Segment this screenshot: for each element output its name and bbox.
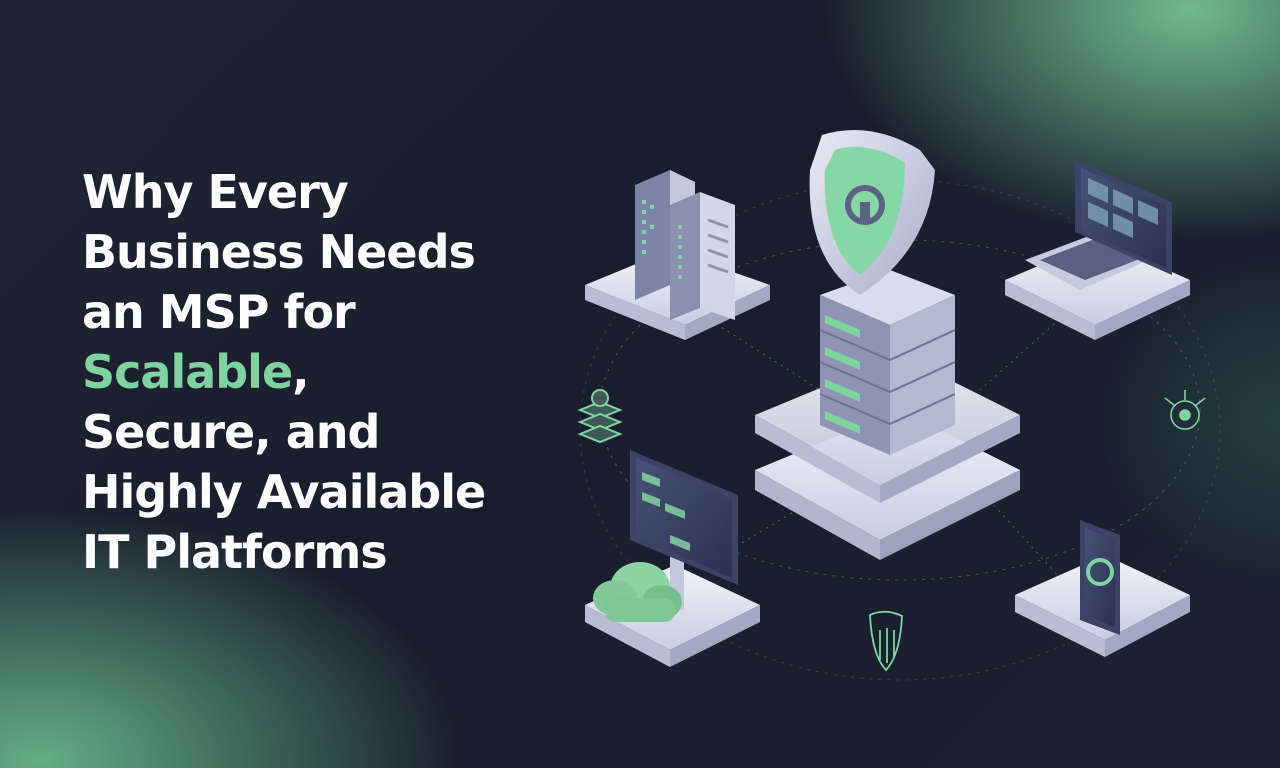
server-rack-group: [585, 170, 770, 340]
headline-comma: ,: [292, 345, 310, 399]
server-rack-icon: [635, 170, 735, 320]
shield-small-icon: [869, 610, 903, 672]
laptop-group: [1005, 160, 1190, 340]
network-node-icon: [1164, 390, 1206, 430]
central-server-stack: [755, 130, 1020, 560]
headline: Why Every Business Needs an MSP for Scal…: [82, 162, 552, 582]
headline-line-4: Scalable,: [82, 342, 552, 402]
laptop-icon: [1025, 160, 1172, 290]
database-stack-icon: [577, 389, 623, 444]
monitor-icon: [630, 450, 738, 610]
headline-line-6: Highly Available: [82, 465, 486, 519]
shield-lock-icon: [809, 130, 935, 295]
headline-line-5: Secure, and: [82, 405, 380, 459]
smartphone-group: [1015, 520, 1190, 657]
headline-line-1: Why Every: [82, 165, 349, 219]
smartphone-icon: [1080, 520, 1120, 635]
headline-accent: Scalable: [82, 345, 293, 399]
monitor-cloud-group: [585, 450, 760, 667]
headline-line-7: IT Platforms: [82, 525, 388, 579]
headline-line-2: Business Needs: [82, 225, 476, 279]
headline-line-3: an MSP for: [82, 285, 356, 339]
orbit-rings: [579, 179, 1221, 681]
msp-illustration: [560, 110, 1240, 710]
connector-lines: [709, 309, 1081, 601]
server-blades: [819, 270, 956, 455]
cloud-icon: [593, 562, 682, 622]
